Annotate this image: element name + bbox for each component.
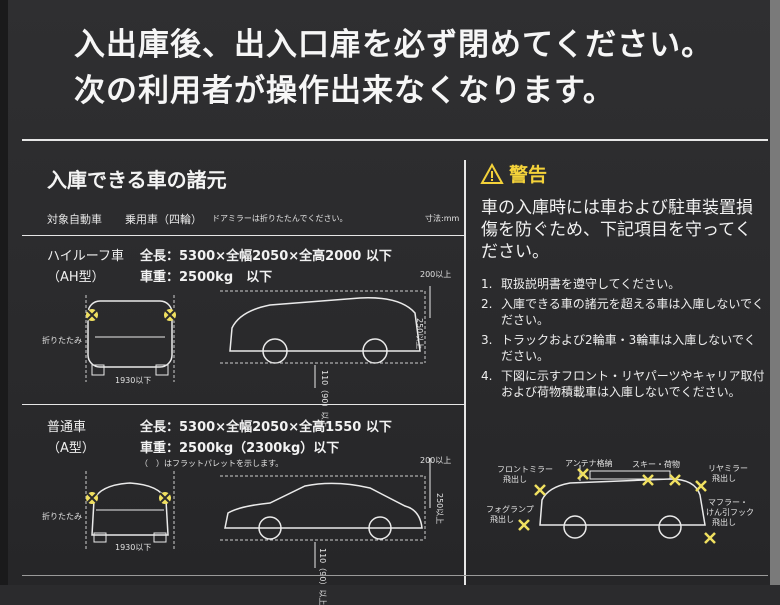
specs-divider-1 — [22, 235, 464, 236]
standard-dims: 全長：5300×全幅2050×全高1550 以下 — [140, 420, 392, 435]
standard-note: （ ）はフラットパレットを示します。 — [140, 459, 284, 468]
front-mirror-label-2: 飛出し — [503, 475, 527, 484]
warning-item-num: 3. — [481, 333, 493, 347]
panel-left-edge — [0, 0, 8, 585]
standard-type: （A型） — [47, 441, 95, 456]
front-mirror-label: フロントミラー — [497, 465, 553, 474]
header-line-1: 入出庫後、出入口扉を必ず閉めてください。 — [74, 27, 714, 63]
warning-item-num: 2. — [481, 297, 493, 311]
fog-lamp-label: フォグランプ — [486, 505, 534, 514]
warning-item: 3. トラックおよび2輪車・3輪車は入庫しないでください。 — [481, 332, 766, 364]
rear-mirror-marker — [695, 480, 707, 492]
fog-lamp-label-2: 飛出し — [490, 515, 514, 524]
standard-left-mirror-marker — [86, 492, 98, 504]
antenna-label: アンテナ格納 — [565, 459, 613, 468]
highroof-name: ハイルーフ車 — [47, 249, 124, 264]
highroof-left-mirror-marker — [86, 309, 98, 321]
warning-title: 警告 — [480, 160, 548, 187]
warning-item-text: 取扱説明書を遵守してください。 — [501, 277, 681, 291]
highroof-top-dim: 200以上 — [420, 270, 452, 279]
standard-bottom-dim: 110（90）以上 — [318, 548, 327, 605]
highroof-right-mirror-marker — [164, 309, 176, 321]
target-value: 乗用車（四輪） — [125, 213, 202, 226]
rear-mirror-label-2: 飛出し — [712, 474, 736, 483]
warning-item-text: トラックおよび2輪車・3輪車は入庫しないでください。 — [501, 333, 756, 363]
standard-right-mirror-marker — [159, 492, 171, 504]
header-notice: 入出庫後、出入口扉を必ず閉めてください。 次の利用者が操作出来なくなります。 — [74, 22, 713, 114]
warning-item-num: 4. — [481, 369, 493, 383]
front-mirror-marker — [534, 484, 546, 496]
warning-item-text: 下図に示すフロント・リヤパーツやキャリア取付および荷物積載車は入庫しないでくださ… — [501, 369, 765, 399]
muffler-label-3: 飛出し — [712, 518, 736, 527]
warning-item: 4. 下図に示すフロント・リヤパーツやキャリア取付および荷物積載車は入庫しないでく… — [481, 368, 766, 400]
header-line-2: 次の利用者が操作出来なくなります。 — [74, 73, 615, 109]
warning-car-diagram — [539, 465, 706, 539]
highroof-width-dim: 1930以下 — [115, 376, 152, 385]
unit-note: 寸法:mm — [425, 214, 460, 223]
top-divider — [22, 139, 768, 141]
warning-title-text: 警告 — [509, 164, 548, 186]
ski-marker-2 — [669, 474, 681, 486]
antenna-marker — [577, 468, 589, 480]
highroof-front-dim: 250以上 — [415, 318, 424, 350]
highroof-weight: 車重：2500kg 以下 — [140, 270, 273, 285]
highroof-dims: 全長：5300×全幅2050×全高2000 以下 — [140, 249, 392, 264]
panel-right-edge — [770, 0, 780, 585]
muffler-marker — [704, 532, 716, 544]
standard-top-dim: 200以上 — [420, 456, 452, 465]
highroof-fold-label: 折りたたみ — [42, 336, 82, 345]
ski-marker-1 — [642, 474, 654, 486]
muffler-label-2: けん引フック — [706, 508, 754, 517]
specs-divider-2 — [22, 404, 464, 405]
warning-list: 1. 取扱説明書を遵守してください。 2. 入庫できる車の諸元を超える車は入庫しない… — [481, 276, 766, 404]
highroof-type: （AH型） — [47, 270, 105, 285]
sign-panel — [0, 0, 780, 585]
warning-item-num: 1. — [481, 277, 493, 291]
standard-width-dim: 1930以下 — [115, 543, 152, 552]
warning-item: 1. 取扱説明書を遵守してください。 — [481, 276, 766, 292]
rear-mirror-label: リヤミラー — [708, 464, 748, 473]
muffler-label: マフラー・ — [708, 498, 748, 507]
fog-lamp-marker — [518, 519, 530, 531]
standard-fold-label: 折りたたみ — [42, 512, 82, 521]
warning-intro: 車の入庫時には車および駐車装置損傷を防ぐため、下記項目を守ってください。 — [481, 198, 753, 262]
standard-name: 普通車 — [47, 420, 87, 435]
mirror-note: ドアミラーは折りたたんでください。 — [212, 214, 348, 223]
standard-side-diagram — [220, 458, 431, 568]
bottom-divider — [22, 575, 768, 576]
warning-item: 2. 入庫できる車の諸元を超える車は入庫しないでください。 — [481, 296, 766, 328]
standard-weight: 車重：2500kg（2300kg）以下 — [140, 441, 340, 456]
highroof-front-diagram — [85, 295, 175, 382]
standard-front-dim: 250以上 — [435, 493, 444, 525]
warning-triangle-icon — [480, 162, 504, 184]
highroof-side-diagram — [220, 286, 431, 388]
column-divider — [464, 160, 466, 585]
target-label: 対象自動車 — [47, 213, 102, 226]
ski-label: スキー・荷物 — [632, 460, 680, 469]
specs-title: 入庫できる車の諸元 — [47, 168, 227, 192]
warning-item-text: 入庫できる車の諸元を超える車は入庫しないでください。 — [501, 297, 765, 327]
standard-front-diagram — [85, 471, 175, 550]
